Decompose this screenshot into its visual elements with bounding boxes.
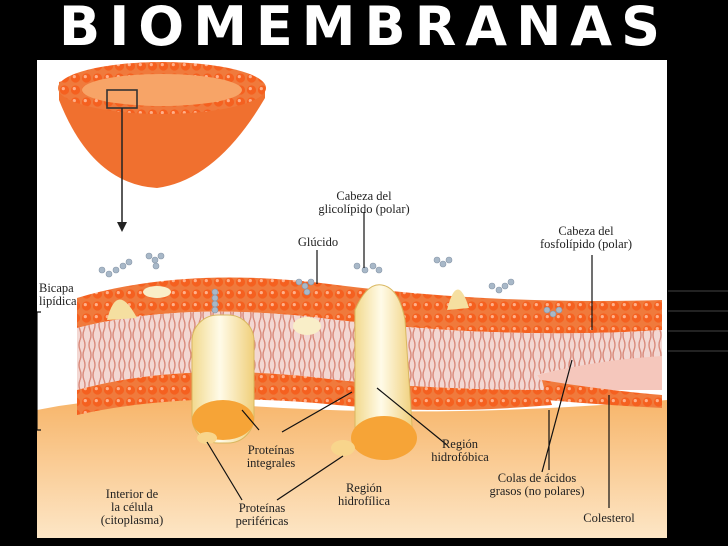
label-bilayer: Bicapa lipídica xyxy=(39,281,77,308)
membrane-diagram xyxy=(37,62,667,538)
label-peripheral-proteins: Proteínas periféricas xyxy=(235,501,289,528)
label-integral-proteins: Proteínas integrales xyxy=(246,443,296,470)
label-glycolipid-head: Cabeza del glicolípido (polar) xyxy=(318,189,410,216)
cell-sphere xyxy=(58,62,266,232)
label-cholesterol: Colesterol xyxy=(583,511,635,525)
carbohydrate-chains xyxy=(98,252,563,318)
diagram-panel: Cabeza del glicolípido (polar) Glúcido C… xyxy=(37,60,667,538)
label-cell-interior: Interior de la célula (citoplasma) xyxy=(100,487,164,527)
label-hydrophilic-region: Región hidrofílica xyxy=(337,481,391,508)
label-phospholipid-head: Cabeza del fosfolípido (polar) xyxy=(540,224,632,251)
page-title: BIOMEMBRANAS xyxy=(57,0,669,60)
cytoplasm xyxy=(37,398,667,538)
label-fatty-acid-tails: Colas de ácidos grasos (no polares) xyxy=(489,471,585,498)
peripheral-protein xyxy=(197,432,217,444)
decorative-line xyxy=(668,350,728,352)
label-glucido: Glúcido xyxy=(297,235,339,249)
integral-protein-left xyxy=(191,314,255,444)
peripheral-protein xyxy=(331,440,355,456)
decorative-line xyxy=(668,290,728,292)
integral-protein-right xyxy=(351,284,417,460)
label-hydrophobic-region: Región hidrofóbica xyxy=(431,437,489,464)
leader-lines xyxy=(37,212,610,508)
decorative-line xyxy=(668,330,728,332)
decorative-line xyxy=(668,310,728,312)
